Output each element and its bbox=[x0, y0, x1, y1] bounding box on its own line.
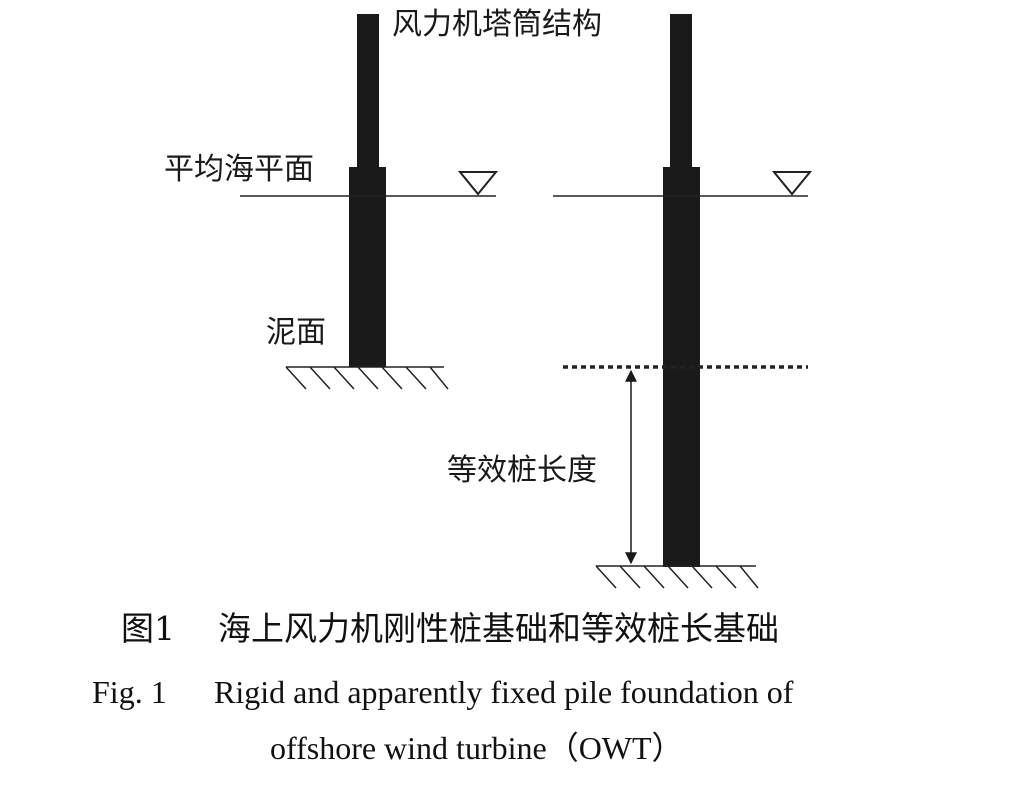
equivalent-pile-length-label: 等效桩长度 bbox=[447, 453, 597, 488]
caption-zh-text: 海上风力机刚性桩基础和等效桩长基础 bbox=[218, 609, 779, 648]
caption-zh-number: 图1 bbox=[121, 609, 175, 648]
left-water-level-symbol bbox=[457, 171, 499, 196]
right-tower bbox=[670, 14, 692, 167]
left-panel bbox=[240, 14, 499, 390]
mean-sea-level-label: 平均海平面 bbox=[164, 152, 314, 187]
left-tower bbox=[357, 14, 379, 167]
caption-en-line1: Rigid and apparently fixed pile foundati… bbox=[214, 674, 794, 710]
right-panel bbox=[553, 14, 813, 589]
caption-en-line2: offshore wind turbine（OWT） bbox=[270, 730, 684, 766]
right-water-level-symbol bbox=[771, 171, 813, 196]
caption-en-number: Fig. 1 bbox=[92, 674, 167, 710]
mudline-label: 泥面 bbox=[266, 315, 326, 350]
right-seabed-hatching bbox=[595, 565, 759, 589]
left-pile bbox=[349, 167, 386, 367]
tower-structure-label: 风力机塔筒结构 bbox=[392, 7, 602, 42]
left-seabed-hatching bbox=[285, 366, 449, 390]
